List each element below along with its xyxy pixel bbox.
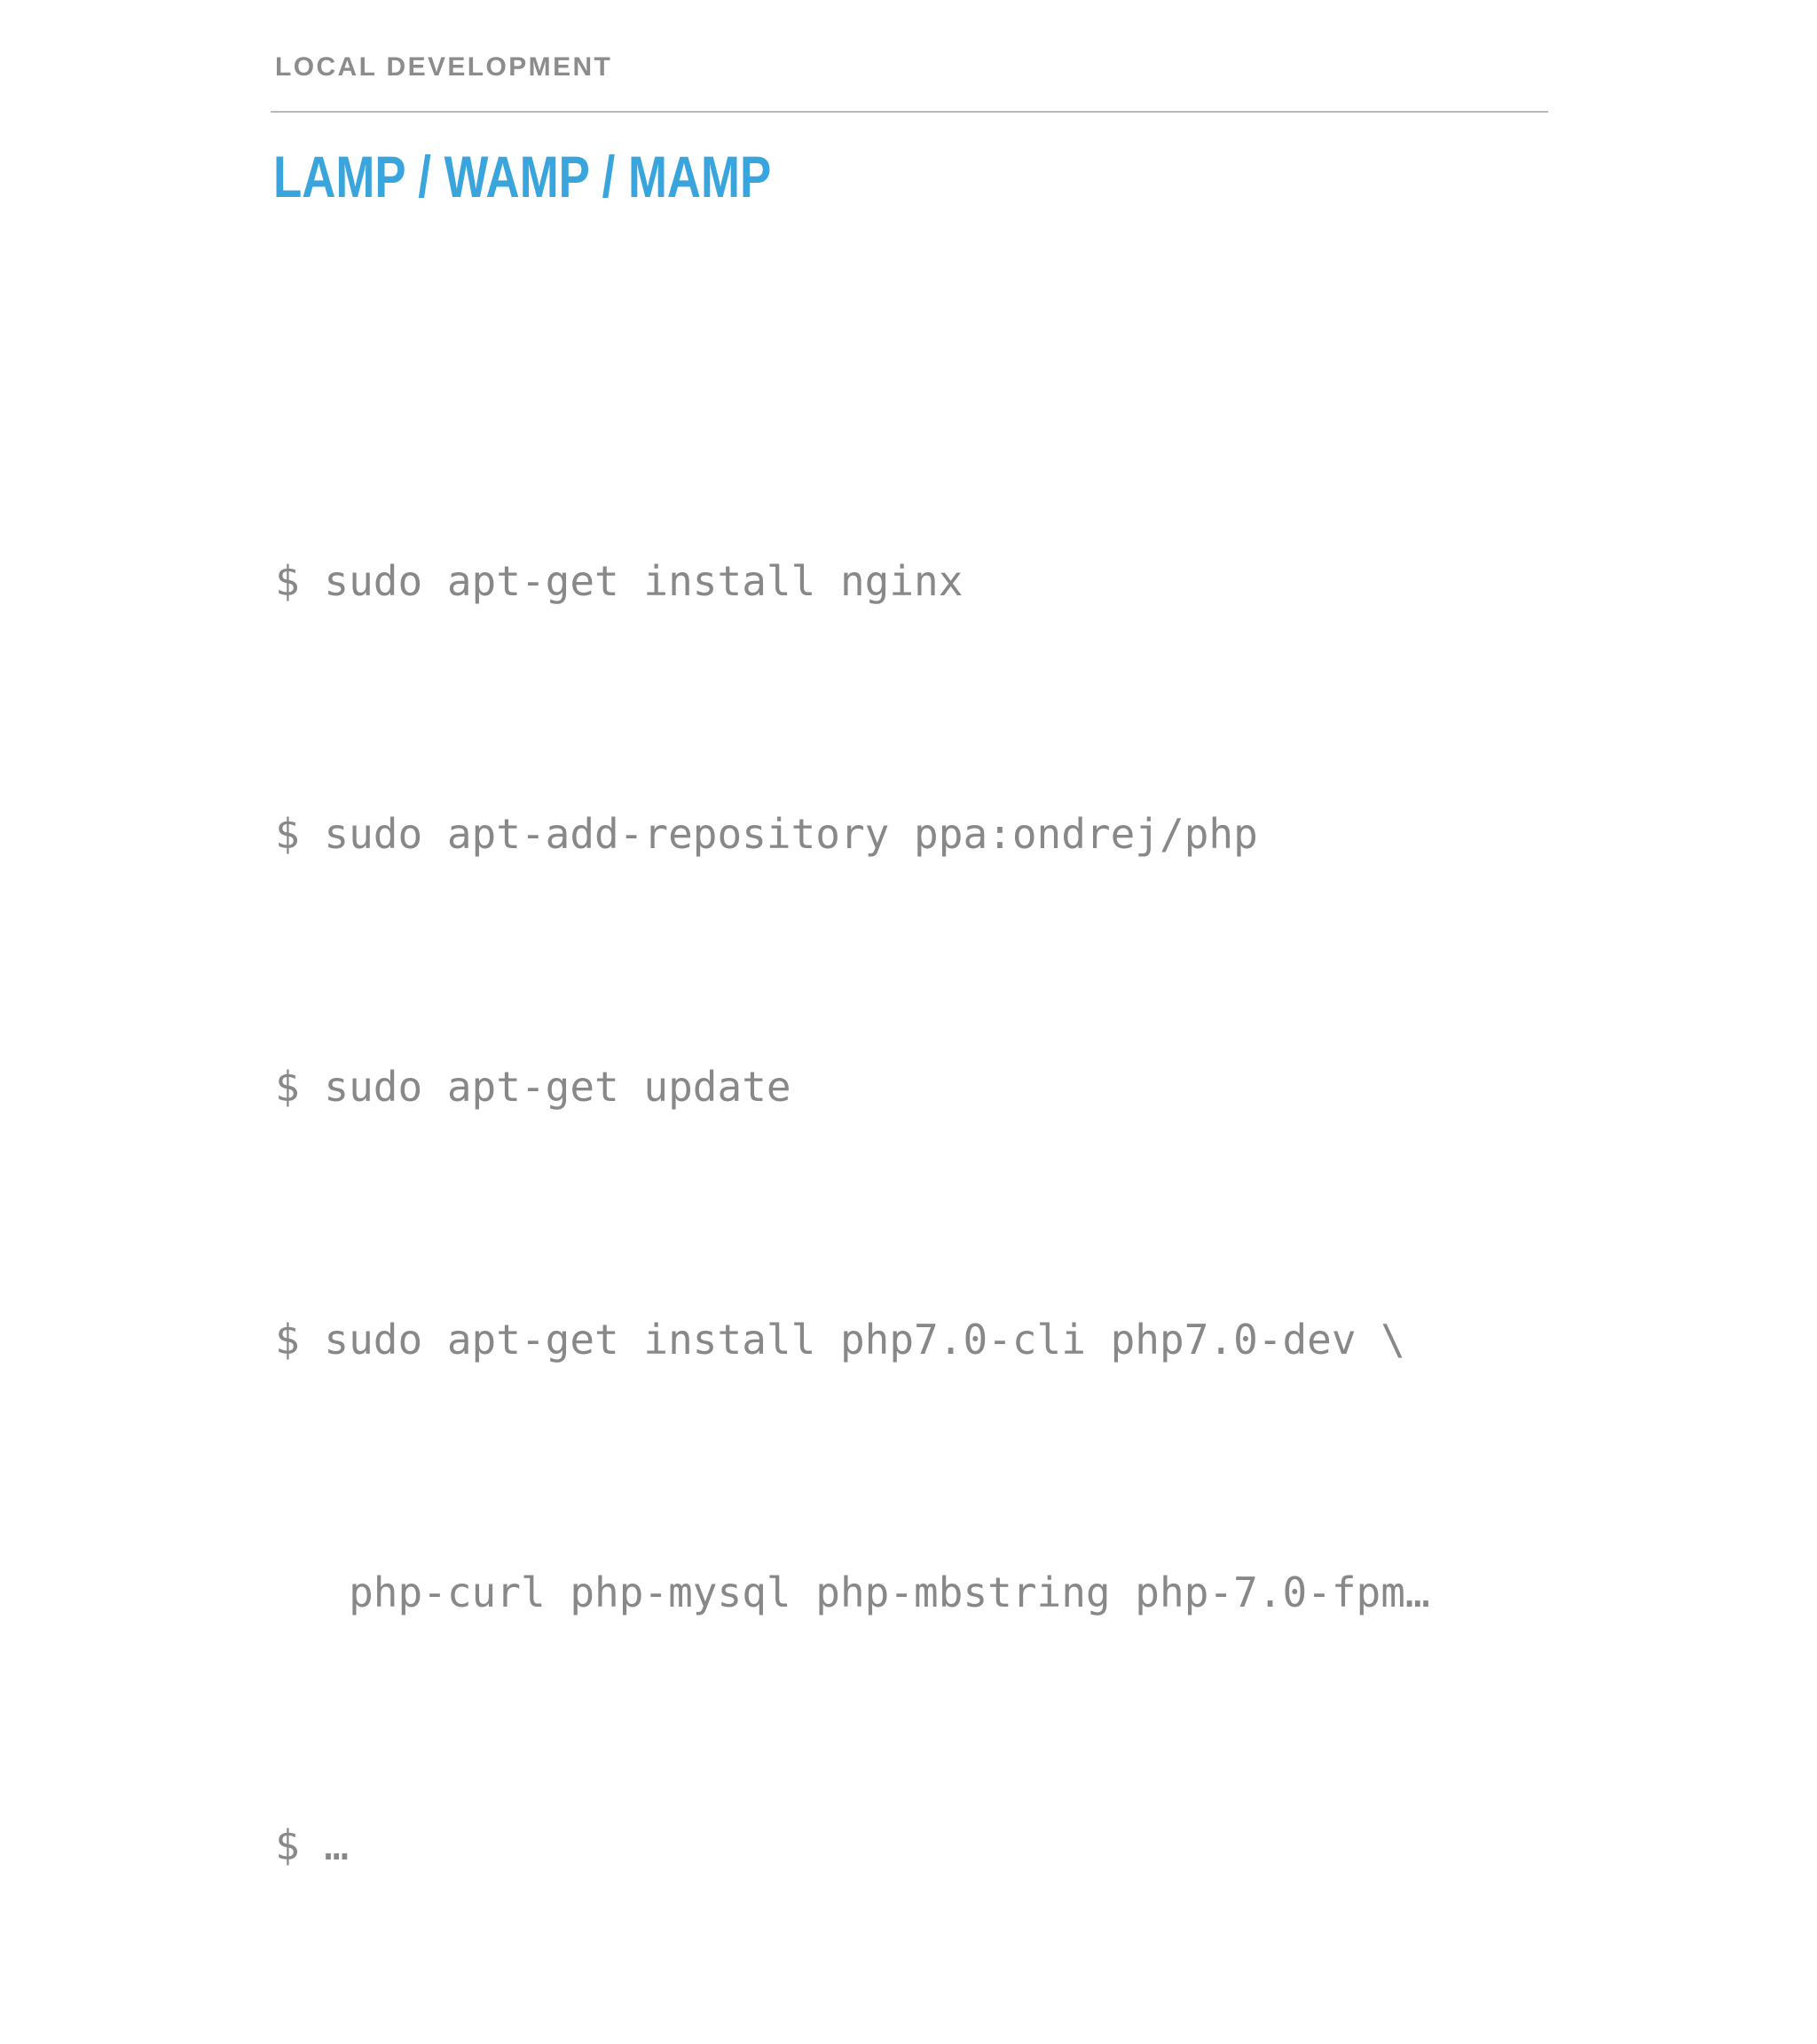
code-line: $ sudo apt-get install php7.0-cli php7.0… [275,1316,1405,1364]
slide-canvas: LOCAL DEVELOPMENT LAMP / WAMP / MAMP $ s… [271,52,1548,1869]
code-line: $ sudo apt-get update [275,1063,791,1111]
code-line-continuation: php-curl php-mysql php-mbstring php-7.0-… [275,1568,1430,1616]
code-line: $ … [275,1821,350,1869]
code-line: $ sudo apt-add-repository ppa:ondrej/php [275,810,1258,858]
code-line: $ sudo apt-get install nginx [275,557,964,605]
terminal-code-block: $ sudo apt-get install nginx $ sudo apt-… [275,371,1430,2044]
slide-eyebrow: LOCAL DEVELOPMENT [275,52,613,82]
page-title: LAMP / WAMP / MAMP [273,144,772,209]
header-divider [271,111,1548,113]
